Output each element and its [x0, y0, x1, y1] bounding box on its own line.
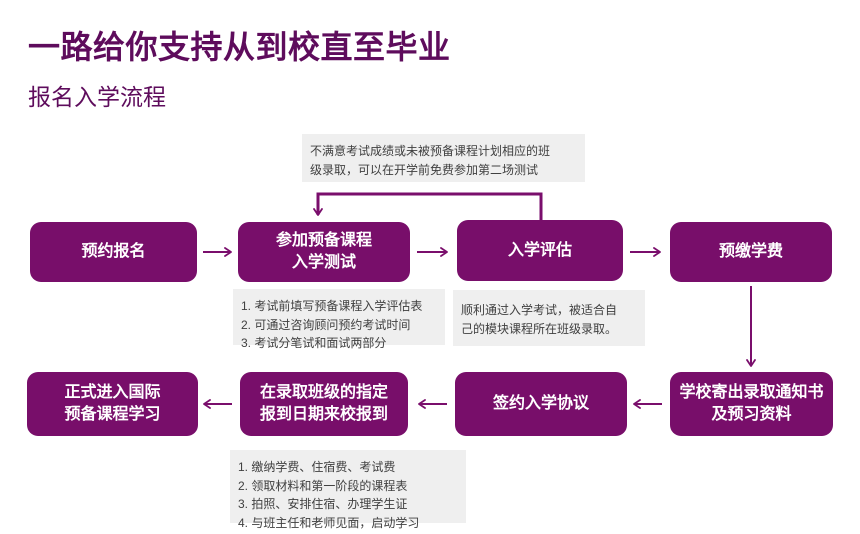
note-placement-test: 1. 考试前填写预备课程入学评估表 2. 可通过咨询顾问预约考试时间 3. 考试…: [233, 289, 445, 350]
box-entry-assessment: 入学评估: [457, 220, 623, 281]
note-register-on-campus: 1. 缴纳学费、住宿费、考试费 2. 领取材料和第一阶段的课程表 3. 拍照、安…: [230, 450, 466, 530]
box-prepay-tuition: 预缴学费: [670, 222, 832, 282]
box-start-program: 正式进入国际 预备课程学习: [27, 372, 198, 436]
box-book-registration: 预约报名: [30, 222, 197, 282]
note-retake-test: 不满意考试成绩或未被预备课程计划相应的班 级录取，可以在开学前免费参加第二场测试: [302, 134, 585, 182]
note-entry-assessment: 顺利通过入学考试，被适合自 己的模块课程所在班级录取。: [453, 290, 645, 346]
retake-test-connector: [313, 192, 543, 221]
page-subtitle: 报名入学流程: [28, 84, 166, 110]
page-title: 一路给你支持从到校直至毕业: [28, 29, 451, 65]
box-admission-letter: 学校寄出录取通知书 及预习资料: [670, 372, 833, 436]
box-register-on-campus: 在录取班级的指定 报到日期来校报到: [240, 372, 408, 436]
box-sign-agreement: 签约入学协议: [455, 372, 627, 436]
box-placement-test: 参加预备课程 入学测试: [238, 222, 410, 282]
